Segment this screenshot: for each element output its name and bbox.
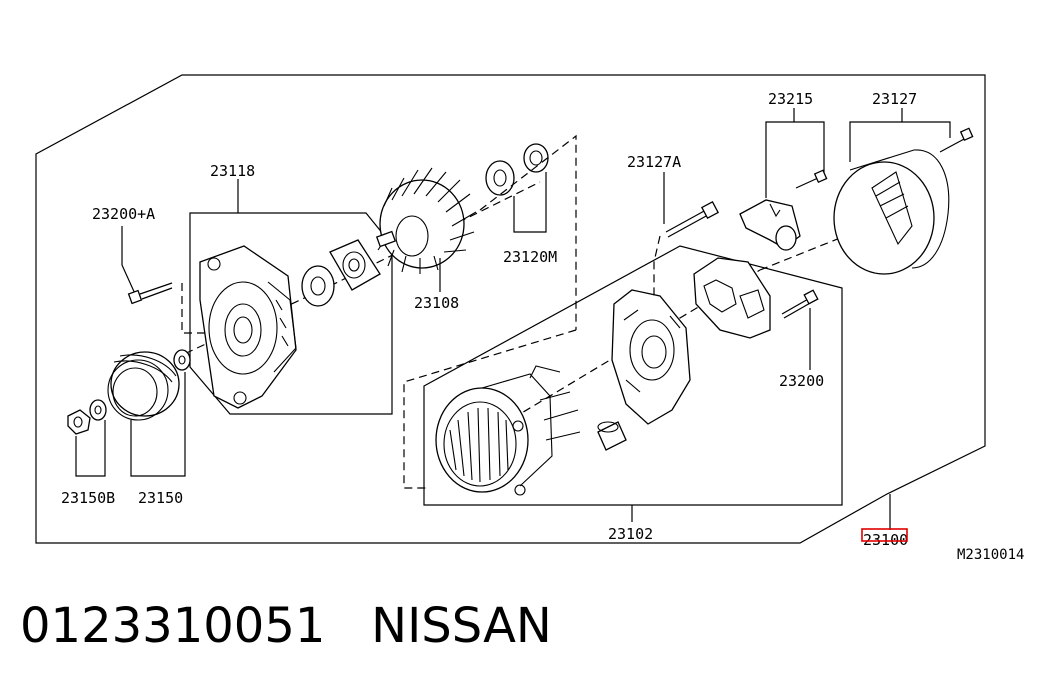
dashed-link-23118 [181, 283, 218, 334]
part-caption: 0123310051 NISSAN [20, 598, 552, 654]
rectifier-plate-part [693, 257, 771, 339]
bracket-23120m [513, 172, 547, 233]
label-23127a: 23127A [627, 153, 681, 171]
rear-bearing-part [301, 265, 335, 307]
label-23102: 23102 [608, 525, 653, 543]
label-23150: 23150 [138, 489, 183, 507]
diagram-ref-code: M2310014 [957, 547, 1024, 563]
label-23118: 23118 [210, 162, 255, 180]
rear-cover-part [833, 149, 950, 275]
screw-23127 [939, 127, 974, 153]
bolt-23127a [665, 201, 719, 238]
stator-housing-part [435, 365, 581, 496]
box-23118 [189, 212, 393, 415]
pulley-part [107, 349, 191, 421]
dashed-link-23120m [479, 134, 577, 330]
rear-housing-part [199, 245, 297, 409]
label-23127: 23127 [872, 90, 917, 108]
assembly-frame [35, 74, 986, 544]
bearing-retainer-plate [329, 239, 381, 291]
end-frame-part [611, 289, 691, 425]
box-23102 [423, 245, 843, 506]
brand-name: NISSAN [371, 598, 552, 654]
through-bolt-23200a [127, 282, 173, 305]
caption-gap [325, 598, 371, 654]
part-number: 0123310051 [20, 598, 326, 654]
label-23150b: 23150B [61, 489, 115, 507]
label-23100: 23100 [863, 531, 908, 549]
label-23215: 23215 [768, 90, 813, 108]
spacer-sleeve-part [597, 421, 627, 451]
front-bearings-part [485, 143, 549, 196]
bracket-23127 [849, 121, 951, 162]
label-23108: 23108 [414, 294, 459, 312]
dashed-link-23127a [653, 235, 661, 300]
bracket-23215 [765, 121, 825, 198]
label-23120m: 23120M [503, 248, 557, 266]
label-23200: 23200 [779, 372, 824, 390]
screw-23215 [795, 169, 828, 189]
bracket-23150 [130, 372, 186, 477]
rotor-part [375, 167, 477, 274]
label-23200a: 23200+A [92, 205, 155, 223]
bolt-23200 [781, 289, 819, 319]
bracket-23150b [75, 420, 106, 477]
dashed-axis-brush [759, 229, 861, 271]
brush-holder-part [739, 199, 801, 251]
highlight-23100 [861, 528, 908, 542]
nut-washer-part [67, 399, 107, 435]
